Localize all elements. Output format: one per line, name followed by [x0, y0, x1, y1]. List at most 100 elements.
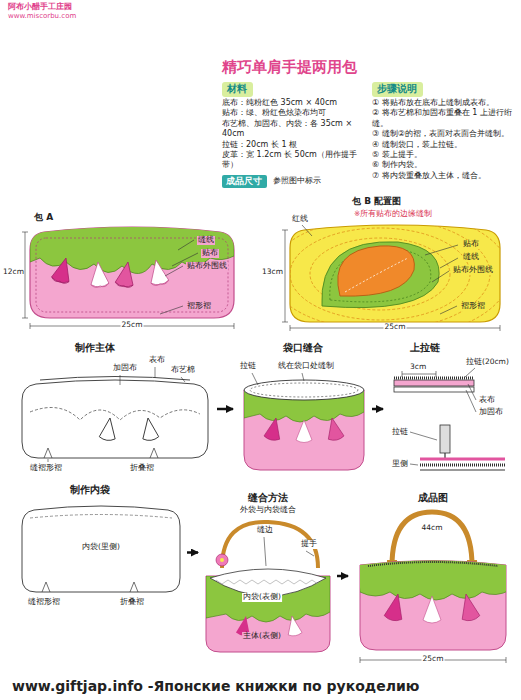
annotation-label: 贴布外围线: [186, 262, 228, 271]
main-body-drawing: [22, 367, 208, 462]
illustration-part: [290, 325, 291, 331]
annotation-label: 缝褶形褶: [30, 464, 62, 473]
illustration-part: [500, 325, 501, 331]
illustration-part: [436, 371, 437, 377]
annotation-label: 阿布小醋手工庄园: [8, 2, 72, 11]
illustration-part: [296, 420, 312, 443]
illustration-part: [120, 375, 121, 385]
illustration-part: [51, 277, 69, 285]
illustration-part: [216, 554, 228, 566]
illustration-part: [302, 225, 312, 236]
illustration-part: [345, 258, 408, 292]
illustration-part: [423, 596, 441, 623]
illustration-part: [306, 551, 314, 556]
illustration-part: [147, 258, 169, 286]
illustration-part: [394, 377, 474, 380]
illustration-part: [282, 322, 288, 323]
illustration-part: [302, 225, 458, 314]
annotation-label: 25cm: [384, 323, 407, 332]
illustration-part: [384, 592, 407, 622]
annotation-label: 折叠褶: [130, 464, 154, 473]
step-line: ② 将布艺棉和加固布重叠在 1 上进行绗缝。: [372, 108, 516, 129]
illustration-part: [402, 374, 436, 375]
annotation-label: 缝线: [197, 236, 215, 245]
illustration-part: [394, 380, 474, 386]
illustration-part: [216, 580, 318, 584]
annotation-label: 表布: [478, 396, 496, 405]
illustration-part: [392, 512, 472, 566]
step-line: ⑦ 将内袋重叠放入主体，缝合。: [372, 171, 516, 181]
illustration-part: [394, 387, 474, 392]
annotation-label: 缝边: [256, 526, 274, 535]
illustration-part: [147, 258, 169, 286]
annotation-label: 贴布: [462, 240, 480, 249]
illustration-part: [155, 367, 156, 378]
heading-text: 成品尺寸: [226, 176, 263, 187]
annotation-label: 参照图中标示: [273, 176, 321, 185]
illustration-part: [285, 615, 302, 637]
step-line: ③ 缝制②的褶，表面对表面合并缝制。: [372, 129, 516, 139]
annotation-label: 拉链(20cm): [466, 358, 509, 367]
illustration-part: [420, 464, 505, 467]
illustration-part: [432, 271, 449, 282]
annotation-label: 拉链: [240, 362, 256, 371]
illustration-part: [22, 232, 28, 233]
illustration-part: [324, 416, 344, 441]
heading-text: 上拉链: [410, 342, 515, 355]
annotation-label: 加固布: [112, 364, 138, 373]
illustration-part: [423, 596, 441, 623]
illustration-part: [457, 592, 480, 622]
illustration-part: [150, 448, 158, 458]
illustration-part: [285, 230, 286, 322]
annotation-label: 贴布外围线: [452, 266, 494, 275]
illustration-part: [402, 371, 403, 377]
bag-b-drawing: [230, 198, 521, 350]
annotation-label: 褶形褶: [460, 302, 486, 311]
illustration-part: [420, 458, 505, 461]
illustration-part: [51, 256, 75, 285]
illustration-part: [30, 515, 172, 519]
illustration-part: [22, 232, 234, 329]
illustration-part: [151, 280, 169, 286]
annotation-label: 25cm: [121, 321, 144, 330]
illustration-part: [91, 283, 109, 288]
inner-bag-drawing: [22, 506, 180, 592]
illustration-part: [99, 417, 118, 442]
flow-arrow: [372, 408, 383, 411]
illustration-part: [99, 417, 118, 442]
annotation-label: 包 A: [34, 212, 53, 222]
illustration-part: [466, 390, 476, 412]
illustration-part: [263, 416, 283, 441]
heading-text: 缝合方法: [200, 492, 335, 505]
flow-arrow: [187, 551, 198, 554]
annotation-label: 13cm: [262, 268, 283, 277]
illustration-part: [296, 420, 312, 443]
material-line: 底布：纯粉红色 35cm × 40cm: [222, 98, 372, 108]
annotation-label: 25cm: [422, 655, 445, 664]
finished-bag-drawing: [356, 512, 510, 663]
illustration-part: [230, 198, 521, 350]
illustration-part: [250, 383, 358, 397]
illustration-part: [220, 558, 224, 562]
illustration-part: [51, 256, 75, 285]
illustration-part: [30, 408, 200, 421]
annotation-label: 加固布: [478, 408, 504, 417]
illustration-part: [30, 227, 234, 318]
material-line: 拉链：20cm 长 1 根: [222, 140, 372, 150]
step-line: ⑥ 制作内袋。: [372, 160, 516, 170]
illustration-part: [410, 432, 437, 440]
flow-arrow: [217, 408, 233, 411]
annotation-label: 缝线: [462, 253, 480, 262]
annotation-label: 3cm: [410, 363, 426, 372]
illustration-part: [222, 522, 318, 568]
annotation-label: ※所有贴布的边缘缝制: [354, 210, 432, 219]
materials-list: 底布：纯粉红色 35cm × 40cm贴布：绿、粉红色炫染布均可布艺棉、加固布、…: [222, 98, 372, 171]
illustration-part: [368, 562, 498, 566]
illustration-part: [264, 537, 266, 566]
heading-band: 材料: [222, 82, 253, 97]
illustration-part: [36, 238, 228, 312]
heading-text: 材料: [227, 83, 248, 96]
annotation-label: 内袋(里侧): [81, 543, 121, 552]
